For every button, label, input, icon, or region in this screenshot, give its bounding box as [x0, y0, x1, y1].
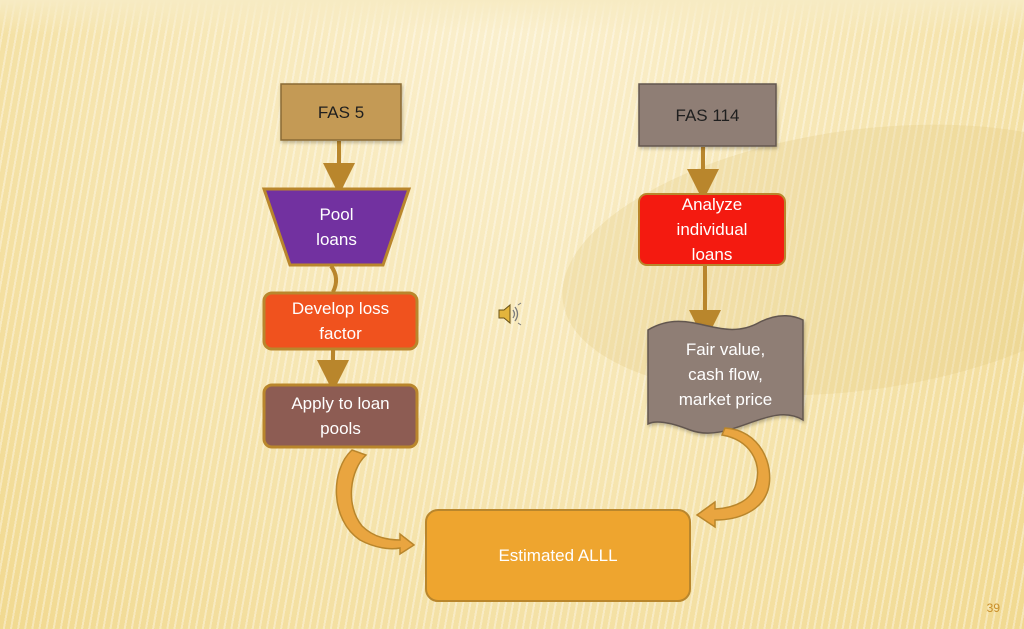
pool-loans-shape: [261, 187, 412, 267]
fair-value-label: Fair value, cash flow, market price: [678, 339, 773, 409]
analyze-individual-loans-label: Analyze individual loans: [676, 195, 748, 264]
estimated-alll-box: [425, 509, 691, 602]
fas114-label: FAS 114: [675, 105, 740, 125]
fair-value-document-shape: [647, 315, 804, 434]
develop-loss-factor-label: Develop loss factor: [291, 299, 390, 343]
page-number: 39: [986, 601, 1000, 615]
develop-loss-factor-box: [262, 291, 419, 351]
fas114-box: [638, 83, 777, 147]
analyze-individual-loans-box: [638, 193, 786, 266]
connector-pool-develop: [329, 264, 338, 293]
apply-to-loan-pools-label: Apply to loan pools: [291, 394, 390, 438]
estimated-alll-label: Estimated ALLL: [498, 546, 618, 565]
curved-arrow-left: [335, 449, 416, 556]
pool-loans-label: Pool loans: [316, 205, 357, 249]
speaker-icon[interactable]: [496, 300, 524, 333]
curved-arrow-right: [695, 427, 771, 529]
top-band: [0, 0, 1024, 34]
fas5-label: FAS 5: [317, 102, 365, 122]
fas5-box: [280, 83, 402, 141]
apply-to-loan-pools-box: [262, 383, 419, 449]
